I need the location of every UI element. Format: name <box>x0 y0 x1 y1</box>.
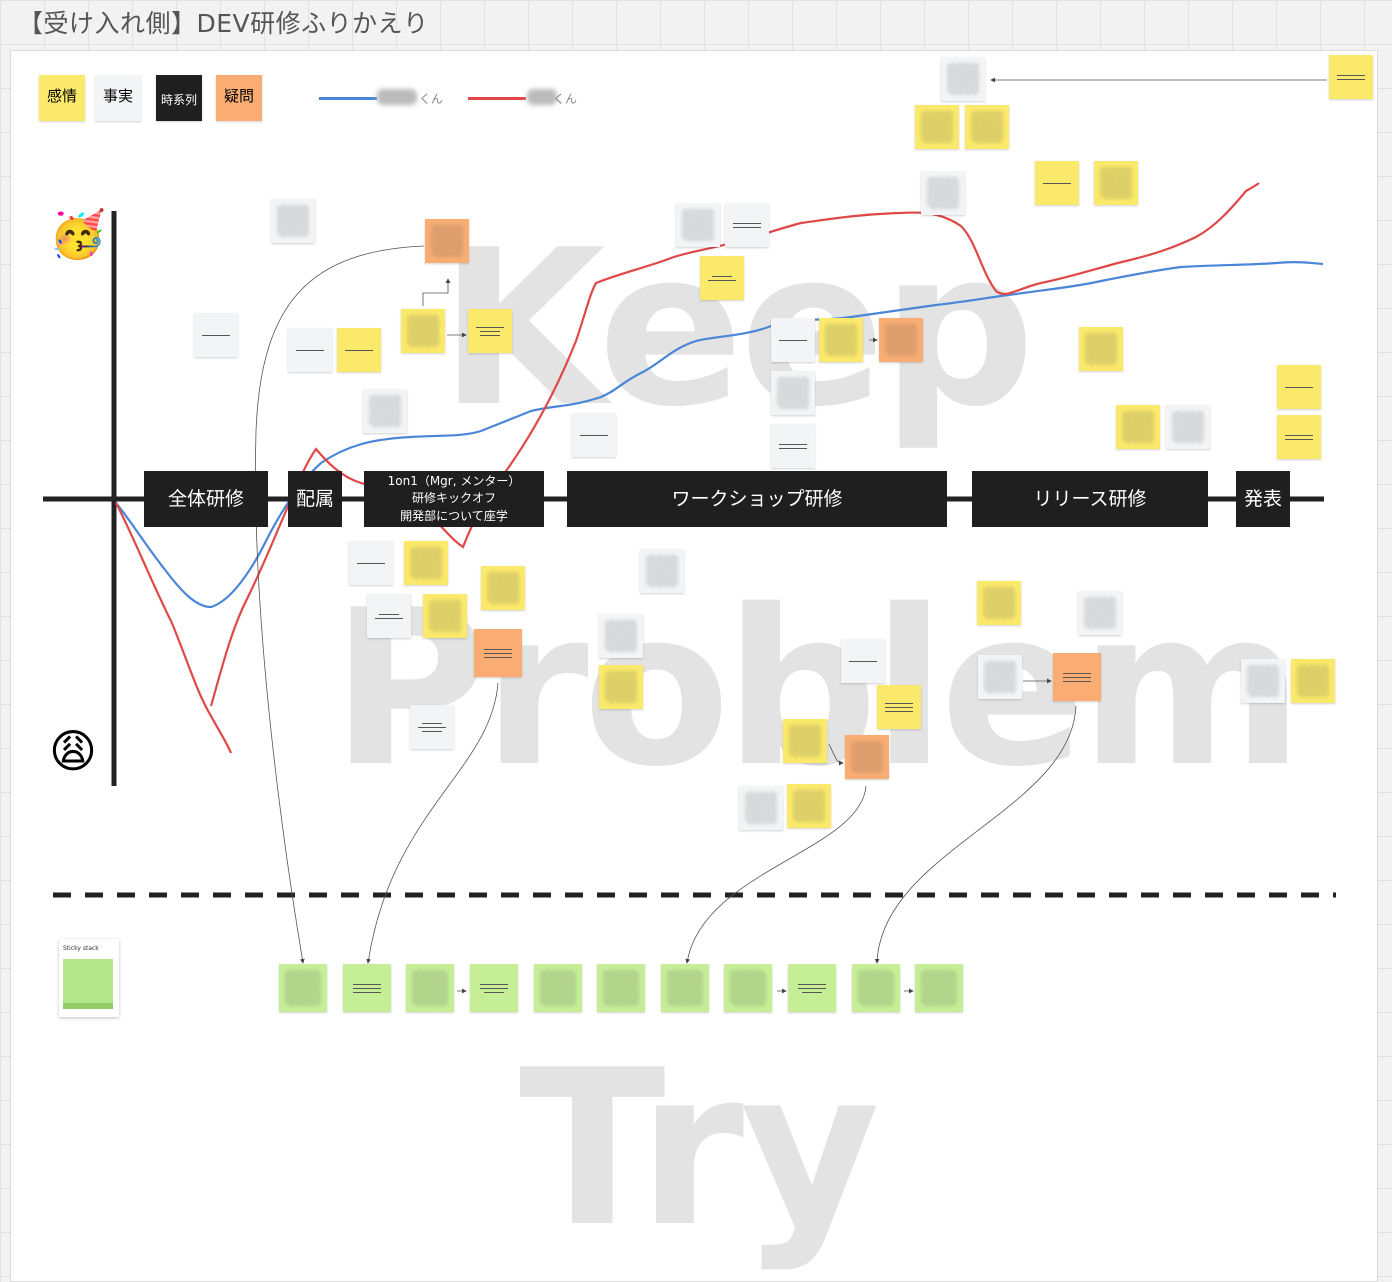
sticky-note[interactable] <box>1241 659 1285 703</box>
phase-assignment[interactable]: 配属 <box>288 471 342 527</box>
sticky-note[interactable] <box>1329 55 1373 99</box>
sticky-note[interactable] <box>965 105 1009 149</box>
try-sticky-note[interactable] <box>915 964 963 1012</box>
try-sticky-note[interactable] <box>534 964 582 1012</box>
sticky-note[interactable] <box>771 318 815 362</box>
legend-red-line <box>468 97 526 100</box>
sticky-note[interactable] <box>194 313 238 357</box>
sticky-note[interactable] <box>1291 659 1335 703</box>
sticky-note[interactable] <box>1116 405 1160 449</box>
legend-emotion[interactable]: 感情 <box>39 75 85 121</box>
sticky-note[interactable] <box>401 309 445 353</box>
try-sticky-note[interactable] <box>661 964 709 1012</box>
celebration-face-icon: 🥳 <box>49 207 107 261</box>
sticky-note[interactable] <box>271 199 315 243</box>
sticky-note[interactable] <box>425 219 469 263</box>
sticky-note[interactable] <box>474 629 522 677</box>
sticky-note[interactable] <box>481 566 525 610</box>
blue-emotion-line <box>115 261 1324 609</box>
sticky-note[interactable] <box>640 549 684 593</box>
sticky-note[interactable] <box>783 719 827 763</box>
weary-face-icon: 😩 <box>49 724 97 778</box>
try-sticky-note[interactable] <box>724 964 772 1012</box>
sticky-note[interactable] <box>977 581 1021 625</box>
legend-blue-label: くん <box>419 92 444 106</box>
sticky-note[interactable] <box>1053 653 1101 701</box>
board-title: 【受け入れ側】DEV研修ふりかえり <box>18 9 429 38</box>
sticky-note[interactable] <box>877 685 921 729</box>
phase-overall-training[interactable]: 全体研修 <box>144 471 268 527</box>
sticky-note[interactable] <box>1166 405 1210 449</box>
red-emotion-line <box>115 182 1260 754</box>
try-sticky-note[interactable] <box>788 964 836 1012</box>
sticky-note[interactable] <box>841 639 885 683</box>
phase-release-training[interactable]: リリース研修 <box>972 471 1208 527</box>
legend-red-name-redacted <box>527 89 557 105</box>
try-sticky-note[interactable] <box>343 964 391 1012</box>
sticky-note[interactable] <box>879 318 923 362</box>
phase-kickoff-line3: 開発部について座学 <box>400 508 508 523</box>
phase-kickoff-line1: 1on1（Mgr, メンター） <box>387 473 521 488</box>
sticky-stack[interactable]: Sticky stack <box>59 939 119 1017</box>
phase-presentation[interactable]: 発表 <box>1236 471 1290 527</box>
try-sticky-note[interactable] <box>597 964 645 1012</box>
sticky-note[interactable] <box>1078 591 1122 635</box>
legend-timeline[interactable]: 時系列 <box>156 75 202 121</box>
sticky-note[interactable] <box>468 309 512 353</box>
sticky-note[interactable] <box>404 541 448 585</box>
try-sticky-note[interactable] <box>406 964 454 1012</box>
sticky-note[interactable] <box>725 203 769 247</box>
sticky-note[interactable] <box>367 594 411 638</box>
sticky-note[interactable] <box>599 665 643 709</box>
sticky-stack-label: Sticky stack <box>63 945 99 952</box>
sticky-note[interactable] <box>700 256 744 300</box>
legend-blue-name-redacted <box>377 89 417 105</box>
phase-kickoff-line2: 研修キックオフ <box>411 491 496 506</box>
sticky-note[interactable] <box>845 735 889 779</box>
try-sticky-note[interactable] <box>852 964 900 1012</box>
sticky-note[interactable] <box>410 705 454 749</box>
sticky-note[interactable] <box>921 171 965 215</box>
sticky-note[interactable] <box>1079 327 1123 371</box>
sticky-note[interactable] <box>572 413 616 457</box>
sticky-note[interactable] <box>1035 161 1079 205</box>
sticky-stack-pad <box>63 959 113 1009</box>
phase-workshop-training[interactable]: ワークショップ研修 <box>567 471 947 527</box>
legend-red-label: くん <box>553 92 578 106</box>
try-sticky-note[interactable] <box>279 964 327 1012</box>
sticky-note[interactable] <box>771 371 815 415</box>
board-frame[interactable]: Keep Problem Try 感情 事実 <box>10 50 1378 1282</box>
sticky-note[interactable] <box>337 328 381 372</box>
phase-kickoff[interactable]: 1on1（Mgr, メンター） 研修キックオフ 開発部について座学 <box>364 471 544 527</box>
legend-question[interactable]: 疑問 <box>216 75 262 121</box>
sticky-note[interactable] <box>288 328 332 372</box>
sticky-note[interactable] <box>941 57 985 101</box>
sticky-note[interactable] <box>771 424 815 468</box>
sticky-note[interactable] <box>599 614 643 658</box>
sticky-note[interactable] <box>1277 365 1321 409</box>
legend-fact[interactable]: 事実 <box>95 75 141 121</box>
sticky-note[interactable] <box>1277 415 1321 459</box>
sticky-note[interactable] <box>915 105 959 149</box>
sticky-note[interactable] <box>787 784 831 828</box>
sticky-note[interactable] <box>349 541 393 585</box>
sticky-note[interactable] <box>363 389 407 433</box>
sticky-note[interactable] <box>819 318 863 362</box>
sticky-note[interactable] <box>676 203 720 247</box>
sticky-note[interactable] <box>739 786 783 830</box>
sticky-note[interactable] <box>978 655 1022 699</box>
sticky-note[interactable] <box>1094 161 1138 205</box>
try-sticky-note[interactable] <box>470 964 518 1012</box>
sticky-note[interactable] <box>423 594 467 638</box>
legend-blue-line <box>319 97 377 100</box>
